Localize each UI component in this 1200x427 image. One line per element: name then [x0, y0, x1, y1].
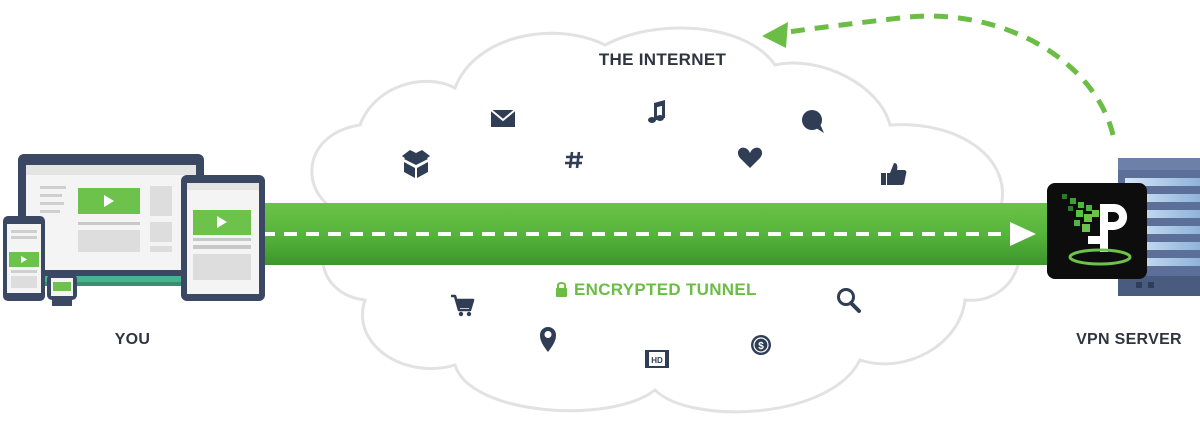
vpn-logo [1047, 183, 1147, 279]
thumbs-up-icon [881, 163, 907, 185]
vpn-server-label: VPN SERVER [1076, 331, 1182, 348]
encrypted-tunnel-label: ENCRYPTED TUNNEL [555, 280, 757, 300]
open-box-icon [402, 150, 430, 178]
return-arrow-head [762, 22, 788, 48]
magnifier-icon [837, 288, 861, 313]
heart-icon [737, 147, 763, 168]
tablet-device [181, 175, 265, 301]
tunnel-arrow-head [1010, 222, 1036, 246]
you-label: YOU [114, 331, 151, 348]
svg-text:HD: HD [651, 356, 663, 365]
phone-device [3, 216, 45, 301]
map-pin-icon [540, 327, 556, 352]
music-note-icon [648, 100, 665, 123]
smartwatch-device [47, 274, 77, 306]
laptop-device [5, 154, 217, 286]
vpn-server-tower [1118, 158, 1200, 296]
svg-text:$: $ [758, 341, 764, 352]
lock-icon [556, 282, 567, 297]
encrypted-tunnel-text: ENCRYPTED TUNNEL [574, 280, 757, 299]
chat-bubble-icon [802, 110, 824, 133]
shopping-cart-icon [451, 294, 475, 317]
dollar-coin-icon: $ [751, 335, 771, 355]
mail-icon [490, 109, 516, 127]
internet-title: THE INTERNET [598, 50, 727, 69]
hashtag-icon [565, 151, 583, 169]
hd-video-icon: HD [645, 350, 669, 368]
